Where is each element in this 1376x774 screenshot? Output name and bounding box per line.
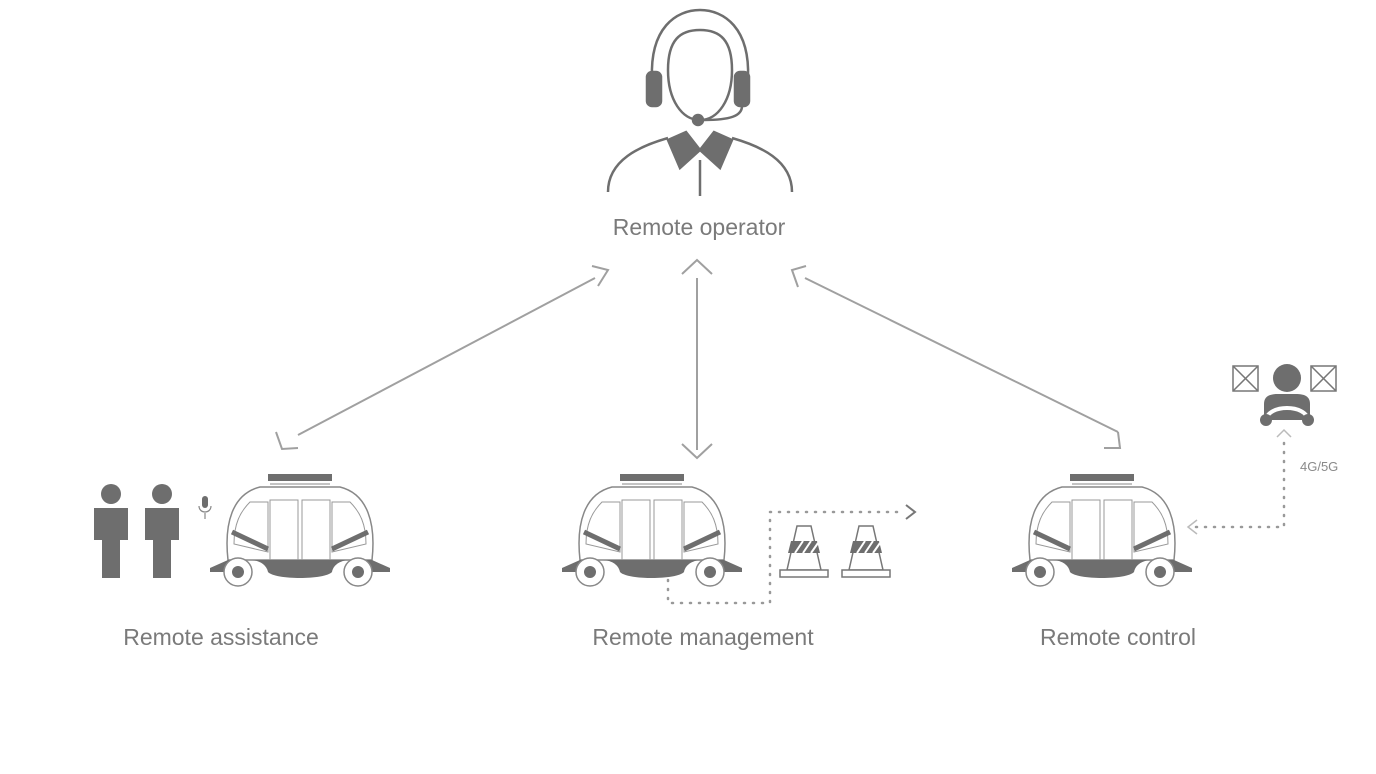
vehicle-assistance bbox=[210, 474, 390, 586]
arrow-operator-control bbox=[790, 265, 1122, 449]
vehicle-management bbox=[562, 474, 742, 586]
label-remote-operator: Remote operator bbox=[612, 214, 786, 240]
remote-driver-icon bbox=[1232, 364, 1337, 426]
vehicle-control bbox=[1012, 474, 1192, 586]
people-icon bbox=[94, 484, 179, 578]
operator-icon bbox=[606, 8, 794, 196]
detour-chevron-icon bbox=[905, 504, 917, 520]
microphone-icon bbox=[198, 496, 212, 519]
detour-path bbox=[666, 510, 904, 605]
arrow-operator-assistance bbox=[275, 265, 610, 451]
label-remote-management: Remote management bbox=[592, 624, 814, 650]
label-remote-assistance: Remote assistance bbox=[123, 624, 319, 650]
remote-link-chevron-icon bbox=[1276, 428, 1292, 438]
traffic-cone-icon bbox=[780, 526, 828, 577]
arrow-operator-management bbox=[681, 258, 713, 460]
label-remote-control: Remote control bbox=[1040, 624, 1196, 650]
network-label: 4G/5G bbox=[1300, 459, 1339, 474]
traffic-cone-icon bbox=[842, 526, 890, 577]
remote-link-chevron-icon bbox=[1186, 519, 1198, 535]
remote-link-path bbox=[1194, 438, 1286, 529]
